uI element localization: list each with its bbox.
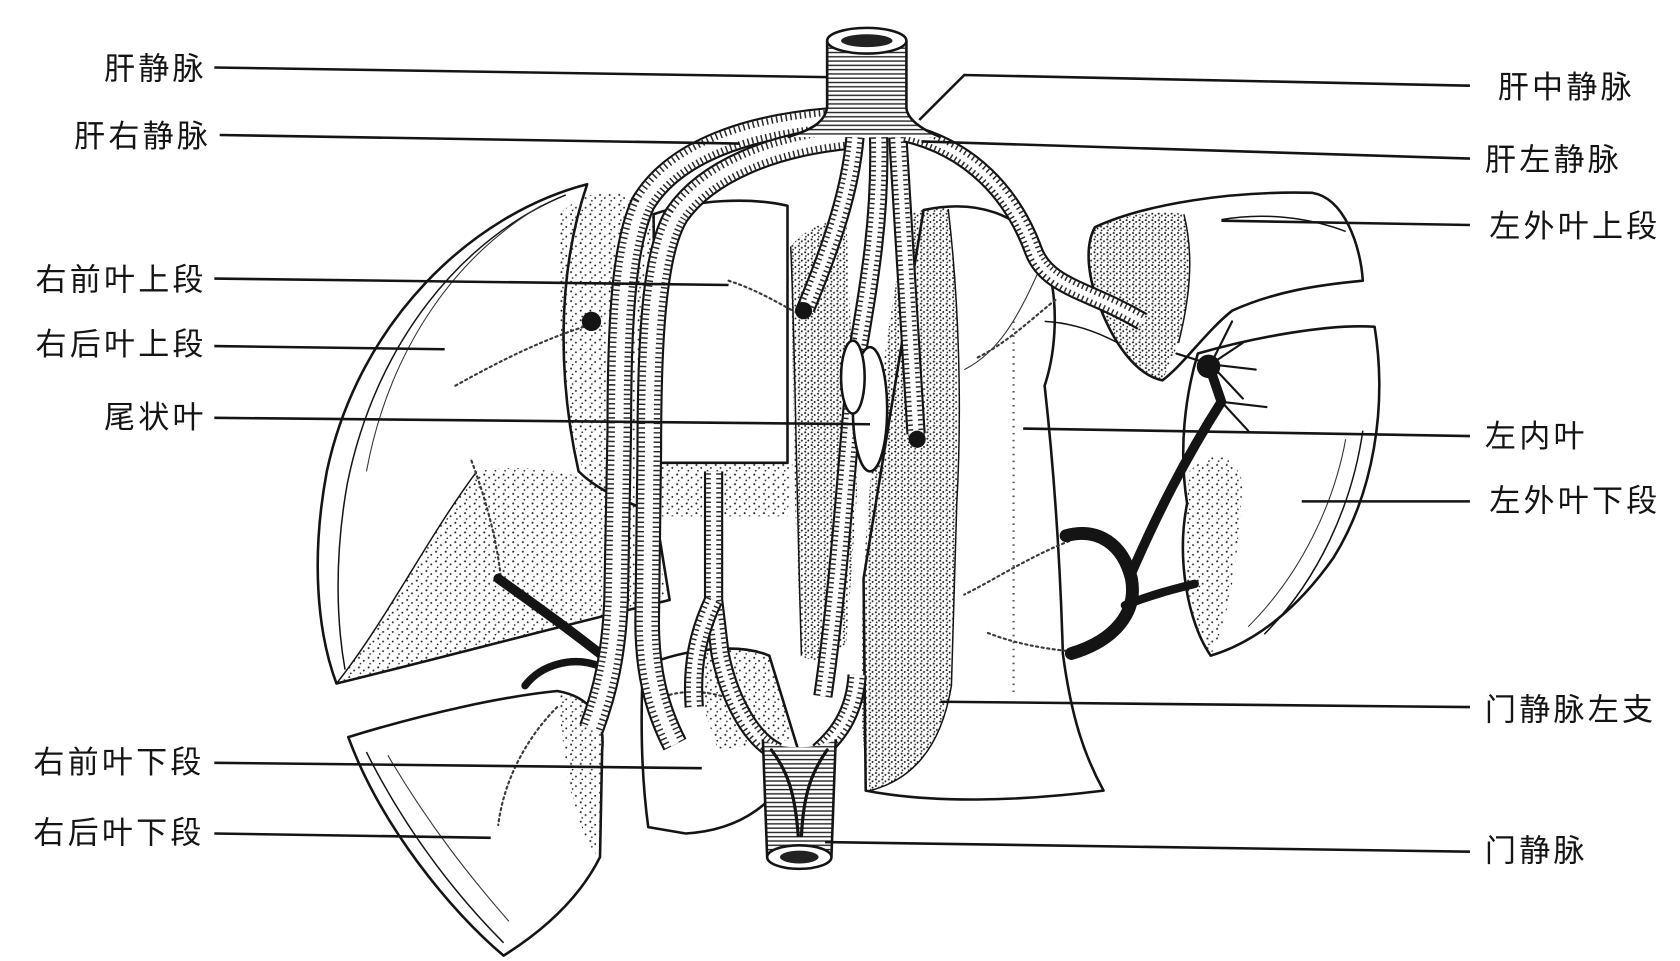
labels-right: 肝中静脉 肝左静脉 左外叶上段 左内叶 左外叶下段 门静脉左支 门静脉	[1485, 70, 1661, 870]
vessel-tip-middle-left	[909, 431, 926, 448]
label-right-posterior-superior-segment: 右后叶上段	[36, 327, 207, 363]
leader-line-portal-vein	[825, 842, 1470, 852]
label-right-hepatic-vein: 肝右静脉	[74, 119, 211, 155]
portal-left-umbilical-part	[1066, 533, 1132, 653]
label-right-anterior-inferior-segment: 右前叶下段	[33, 745, 204, 781]
label-portal-vein-left-branch: 门静脉左支	[1485, 692, 1656, 728]
vessel-tip-middle-right	[795, 302, 812, 319]
leader-line-left-hepatic-vein	[921, 141, 1470, 158]
right-posterior-inferior-segment	[348, 691, 602, 956]
portal-vein-trunk-hatching	[763, 739, 836, 857]
leader-line-hepatic-vein	[214, 67, 827, 77]
caudate-lobe-process	[841, 341, 865, 414]
label-middle-hepatic-vein: 肝中静脉	[1498, 70, 1635, 106]
portal-branch-right-inferior	[525, 662, 600, 686]
portal-vein-lumen	[780, 851, 819, 864]
vessel-tip-right-posterior	[582, 312, 601, 331]
label-hepatic-vein: 肝静脉	[104, 52, 207, 88]
portal-branch-junction-left-lateral	[1197, 355, 1221, 379]
label-left-lateral-inferior-segment: 左外叶下段	[1489, 483, 1660, 519]
label-right-anterior-superior-segment: 右前叶上段	[36, 263, 207, 299]
leader-line-middle-hepatic-vein	[919, 75, 1470, 120]
label-right-posterior-inferior-segment: 右后叶下段	[33, 816, 204, 852]
labels-left: 肝静脉 肝右静脉 右前叶上段 右后叶上段 尾状叶 右前叶下段 右后叶下段	[33, 52, 211, 852]
portal-vein-trunk	[763, 739, 836, 869]
leader-line-right-hepatic-vein	[220, 135, 740, 144]
label-left-lateral-superior-segment: 左外叶上段	[1489, 209, 1660, 245]
hepatic-vein-lumen	[841, 34, 892, 47]
label-portal-vein: 门静脉	[1485, 834, 1588, 870]
label-caudate-lobe: 尾状叶	[104, 400, 207, 436]
label-left-medial-lobe: 左内叶	[1485, 419, 1588, 455]
label-left-hepatic-vein: 肝左静脉	[1485, 143, 1622, 179]
